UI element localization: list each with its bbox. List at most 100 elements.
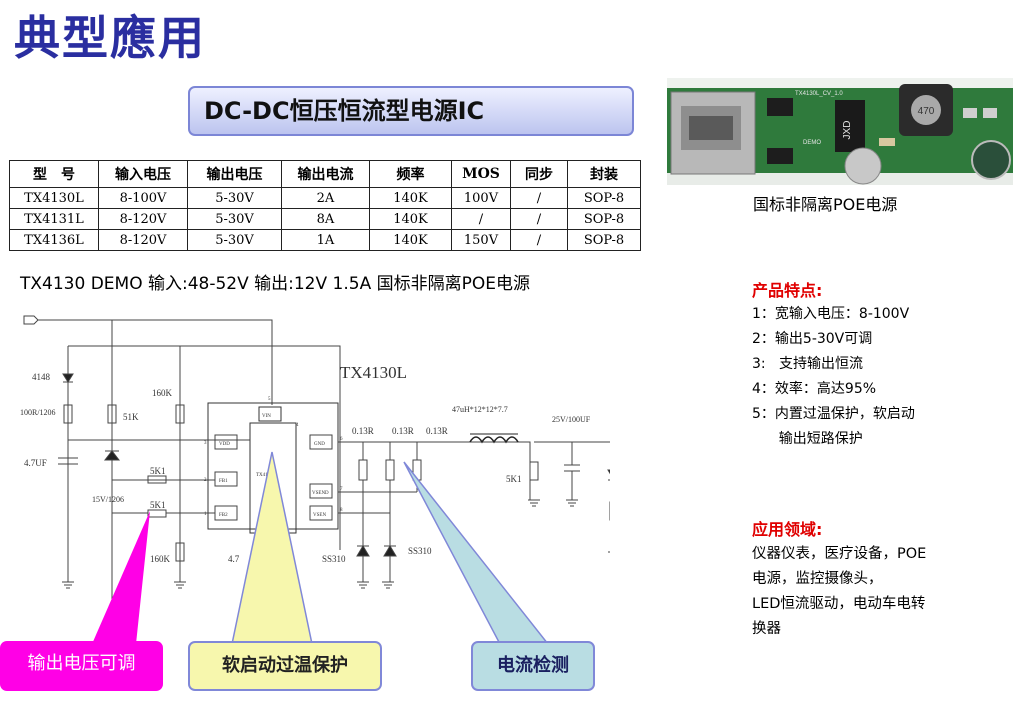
table-cell: 150V (451, 229, 511, 251)
resistor (147, 509, 167, 518)
header-cell: 型 号 (9, 160, 99, 188)
diode-ss310 (383, 545, 397, 557)
table-cell: 8A (281, 208, 370, 230)
resistor (529, 461, 539, 481)
label-ss310: SS310 (408, 546, 432, 556)
pcb-photo: JXD TX4130L_CV_1.0 DEMO 470 (667, 78, 1013, 185)
label-0.13r: 0.13R (352, 426, 374, 436)
label-inductor: 47uH*12*12*7.7 (452, 405, 508, 414)
table-cell: 2A (281, 187, 370, 209)
table-cell: / (510, 229, 568, 251)
label-100r: 100R/1206 (20, 408, 56, 417)
header-cell: 频率 (369, 160, 452, 188)
table-row: TX4131L 8-120V 5-30V 8A 140K / / SOP-8 (9, 208, 641, 230)
features-list: 1：宽输入电压：8-100V 2：输出5-30V可调 3: 支持输出恒流 4：效… (752, 302, 1002, 452)
table-cell: 5-30V (187, 187, 282, 209)
label-15v: 15V/1206 (92, 495, 124, 504)
callout-current-sense: 电流检测 (471, 641, 595, 691)
callout-softstart-overtemp: 软启动过温保护 (188, 641, 382, 691)
table-cell: 8-120V (98, 229, 188, 251)
chip-body-label: TX4130L (256, 473, 276, 478)
table-cell: / (451, 208, 511, 230)
header-cell: 输出电流 (281, 160, 370, 188)
label-5k1: 5K1 (150, 466, 166, 476)
pin-number: 3 (204, 441, 207, 446)
table-cell: TX4136L (9, 229, 99, 251)
sense-resistor (358, 459, 368, 481)
spec-table: 型 号 输入电压 输出电压 输出电流 频率 MOS 同步 封装 TX4130L … (9, 160, 641, 251)
table-row: TX4130L 8-100V 5-30V 2A 140K 100V / SOP-… (9, 187, 641, 209)
table-cell: 140K (369, 229, 452, 251)
label-4.7: 4.7 (228, 554, 240, 564)
label-51k: 51K (123, 412, 139, 422)
header-cell: 输入电压 (98, 160, 188, 188)
capacitor (58, 457, 78, 465)
label-0.13r: 0.13R (426, 426, 448, 436)
header-cell: 同步 (510, 160, 568, 188)
table-row: TX4136L 8-120V 5-30V 1A 140K 150V / SOP-… (9, 229, 641, 251)
diode-ss310 (356, 545, 370, 557)
table-cell: TX4130L (9, 187, 99, 209)
applications-heading: 应用领域: (752, 520, 823, 539)
label-4.7uf: 4.7UF (24, 458, 47, 468)
label-5k1-out: 5K1 (506, 474, 522, 484)
pin-vsen: VSEN (313, 513, 326, 518)
table-cell: / (510, 208, 568, 230)
sense-resistor (385, 459, 395, 481)
page-title: 典型應用 (14, 11, 206, 65)
pin-number: 7 (340, 487, 343, 492)
output-capacitor (971, 140, 1011, 180)
photo-caption: 国标非隔离POE电源 (753, 195, 898, 214)
applications-line: 换器 (752, 621, 781, 637)
controller-chip-outline (207, 402, 339, 530)
circuit-schematic: TX4130L VIN VDD GND FB1 FB2 VSEND VSEN T… (20, 315, 610, 618)
applications-text: 仪器仪表，医疗设备，POE 电源，监控摄像头， LED恒流驱动，电动车电转 换器 (752, 542, 972, 642)
subtitle-banner: DC-DC恒压恒流型电源IC (188, 86, 634, 136)
table-cell: 8-120V (98, 208, 188, 230)
table-cell: 140K (369, 187, 452, 209)
inductor-symbol (469, 436, 519, 444)
demo-caption: TX4130 DEMO 输入:48-52V 输出:12V 1.5A 国标非隔离P… (20, 274, 530, 294)
table-cell: 5-30V (187, 229, 282, 251)
demo-label: DEMO (803, 140, 821, 146)
board-label: TX4130L_CV_1.0 (795, 91, 843, 97)
zener-diode (103, 450, 121, 461)
pin-gnd: GND (314, 442, 325, 447)
applications-line: 电源，监控摄像头， (752, 571, 883, 587)
table-cell: / (510, 187, 568, 209)
label-cap-out: 25V/100UF (552, 415, 591, 424)
list-item: 输出短路保护 (752, 431, 863, 447)
pin-vdd: VDD (219, 442, 230, 447)
list-item: 1：宽输入电压：8-100V (752, 306, 910, 322)
table-cell: SOP-8 (567, 208, 641, 230)
capacitor (844, 147, 882, 185)
pin-number: 1 (204, 512, 207, 517)
resistor (63, 404, 73, 424)
label-0.13r: 0.13R (392, 426, 414, 436)
resistor (175, 542, 185, 562)
table-cell: SOP-8 (567, 187, 641, 209)
pin-number: 8 (340, 508, 343, 513)
table-cell: 140K (369, 208, 452, 230)
sense-resistor (412, 459, 422, 481)
applications-line: LED恒流驱动，电动车电转 (752, 596, 926, 612)
pin-fb1: FB1 (219, 479, 228, 484)
controller-chip-body (249, 422, 297, 534)
chip-name: TX4130L (340, 363, 407, 382)
label-160k: 160K (150, 554, 171, 564)
table-cell: 5-30V (187, 208, 282, 230)
pin-number: 4 (296, 423, 299, 428)
pin-number: 6 (340, 437, 343, 442)
chip-marking: JXD (842, 121, 853, 140)
features-heading: 产品特点: (752, 281, 823, 300)
list-item: 5：内置过温保护，软启动 (752, 406, 915, 422)
table-cell: 100V (451, 187, 511, 209)
table-cell: 1A (281, 229, 370, 251)
table-header-row: 型 号 输入电压 输出电压 输出电流 频率 MOS 同步 封装 (9, 160, 641, 188)
resistor (107, 404, 117, 424)
label-5k1: 5K1 (150, 500, 166, 510)
input-terminal (23, 315, 39, 325)
label-ss310: SS310 (322, 554, 346, 564)
resistor (175, 404, 185, 424)
ic-chip (835, 100, 865, 152)
